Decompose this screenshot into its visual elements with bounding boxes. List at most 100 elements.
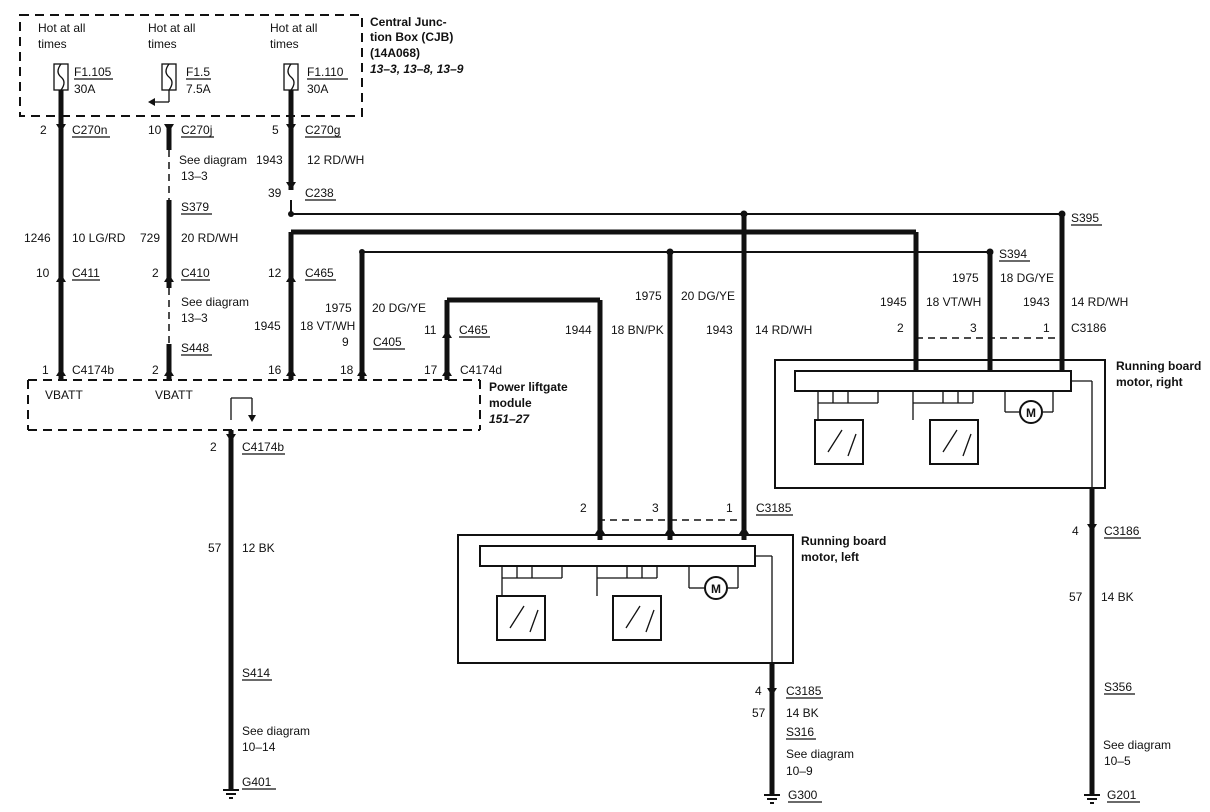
right-motor-bus xyxy=(794,370,1072,392)
c2-see2b: 13–3 xyxy=(181,311,208,325)
plm-title-1: Power liftgate xyxy=(489,380,568,394)
lm-title-1: Running board xyxy=(801,534,886,548)
c2-pin-bot: 2 xyxy=(152,363,159,377)
rf-w1943: 14 RD/WH xyxy=(1071,295,1128,309)
c1-conn-bot: C4174b xyxy=(72,363,114,377)
c3-num: 1943 xyxy=(256,153,283,167)
rm-gnd-num: 57 xyxy=(1069,590,1083,604)
c5-pin-bot: 18 xyxy=(340,363,354,377)
ground-icon xyxy=(223,789,239,799)
gm-splice: S414 xyxy=(242,666,270,680)
arrow-left-icon xyxy=(148,90,170,106)
c3-wire: 12 RD/WH xyxy=(307,153,364,167)
c6-pin-mid: 11 xyxy=(424,323,437,337)
right-motor-symbol: M xyxy=(1026,406,1036,420)
rf-conn: C3186 xyxy=(1071,321,1107,335)
lm-gnd-conn: C3185 xyxy=(786,684,822,698)
fuse3-id: F1.110 xyxy=(307,65,344,79)
plm-vbatt-2: VBATT xyxy=(155,388,193,402)
lm-gnd-pin: 4 xyxy=(755,684,762,698)
fuse-icon xyxy=(161,63,177,91)
c1-pin-mid: 10 xyxy=(36,266,50,280)
lm-ground: G300 xyxy=(788,788,818,802)
rm-see: See diagram xyxy=(1103,738,1171,752)
gm-ground: G401 xyxy=(242,775,272,789)
rm-gnd-pin: 4 xyxy=(1072,524,1079,538)
c3-conn-c238: C238 xyxy=(305,186,334,200)
fuse3-hot2: times xyxy=(270,37,299,51)
rf-p2: 2 xyxy=(897,321,904,335)
lm-splice: S316 xyxy=(786,725,814,739)
rm-title-2: motor, right xyxy=(1116,375,1183,389)
circuit-1246-wire xyxy=(56,90,66,380)
ground-return-icon xyxy=(230,397,256,422)
rf-n1975: 1975 xyxy=(952,271,979,285)
c4-num: 1945 xyxy=(254,319,281,333)
c5-wire: 20 DG/YE xyxy=(372,301,426,315)
plm-vbatt-1: VBATT xyxy=(45,388,83,402)
lm-conn: C3185 xyxy=(756,501,792,515)
ground-g201-wire xyxy=(1087,381,1097,795)
c2-num: 729 xyxy=(140,231,160,245)
rm-ground: G201 xyxy=(1107,788,1137,802)
c2-splice1: S379 xyxy=(181,200,209,214)
c6-conn-mid: C465 xyxy=(459,323,488,337)
plm-title-2: module xyxy=(489,396,532,410)
c2-pin-mid: 2 xyxy=(152,266,159,280)
c1-conn-top: C270n xyxy=(72,123,107,137)
fuse1-id: F1.105 xyxy=(74,65,112,79)
gm-see: See diagram xyxy=(242,724,310,738)
lm-p1: 1 xyxy=(726,501,733,515)
c6-pin-bot: 17 xyxy=(424,363,438,377)
right-motor-feed-wires xyxy=(916,214,1065,372)
c5-pin-mid: 9 xyxy=(342,335,349,349)
lm-gnd-wire: 14 BK xyxy=(786,706,819,720)
rf-p1: 1 xyxy=(1043,321,1050,335)
rf-n1945: 1945 xyxy=(880,295,907,309)
fuse2-id: F1.5 xyxy=(186,65,210,79)
circuit-1944-wire xyxy=(442,297,603,540)
c2-see1: See diagram xyxy=(179,153,247,167)
rf-p3: 3 xyxy=(970,321,977,335)
c2-see1b: 13–3 xyxy=(181,169,208,183)
motor-icon: M xyxy=(1019,400,1043,424)
fuse3-hot1: Hot at all xyxy=(270,21,317,35)
left-motor-symbol: M xyxy=(711,582,721,596)
c4-pin-bot: 16 xyxy=(268,363,282,377)
rf-w1975: 18 DG/YE xyxy=(1000,271,1054,285)
cjb-title-2: tion Box (CJB) xyxy=(370,30,453,44)
fuse1-hot2: times xyxy=(38,37,67,51)
rm-splice: S356 xyxy=(1104,680,1132,694)
c9-wire: 14 RD/WH xyxy=(755,323,812,337)
plm-ref: 151–27 xyxy=(489,412,530,426)
cjb-part: (14A068) xyxy=(370,46,420,60)
lm-see-b: 10–9 xyxy=(786,764,813,778)
fuse-icon xyxy=(53,63,69,91)
rm-see-b: 10–5 xyxy=(1104,754,1131,768)
c3-conn-top: C270g xyxy=(305,123,340,137)
plm-box xyxy=(27,379,481,431)
gm-see-b: 10–14 xyxy=(242,740,276,754)
circuit-1945-wire xyxy=(286,229,919,380)
ground-g300-wire xyxy=(767,556,777,795)
splice-s394: S394 xyxy=(999,247,1027,261)
gm-wire: 12 BK xyxy=(242,541,275,555)
c3-pin-top: 5 xyxy=(272,123,279,137)
right-motor-box xyxy=(774,359,1106,489)
c2-see2: See diagram xyxy=(181,295,249,309)
c1-num: 1246 xyxy=(24,231,51,245)
lm-title-2: motor, left xyxy=(801,550,859,564)
left-motor-box xyxy=(457,534,794,664)
circuit-729-wire xyxy=(164,124,174,380)
fuse2-amps: 7.5A xyxy=(186,82,211,96)
fuse2-hot1: Hot at all xyxy=(148,21,195,35)
fuse1-amps: 30A xyxy=(74,82,95,96)
c7-num: 1944 xyxy=(565,323,592,337)
lm-p2: 2 xyxy=(580,501,587,515)
circuit-1943-feed-wire xyxy=(286,90,1066,218)
rm-title-1: Running board xyxy=(1116,359,1201,373)
c4-wire: 18 VT/WH xyxy=(300,319,355,333)
c1-conn-mid: C411 xyxy=(72,266,100,280)
c2-conn-mid: C410 xyxy=(181,266,210,280)
